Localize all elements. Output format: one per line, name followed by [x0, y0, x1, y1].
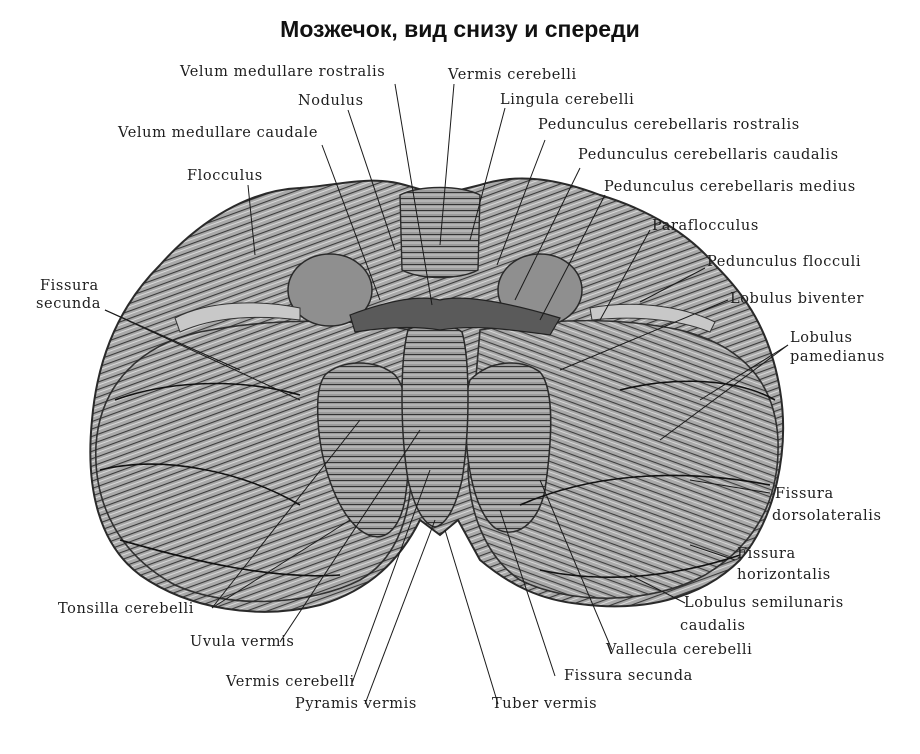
- figure-title: Мозжечок, вид снизу и спереди: [280, 16, 640, 42]
- label-vallecula-cerebelli: Vallecula cerebelli: [606, 642, 753, 658]
- label-tuber-vermis: Tuber vermis: [492, 696, 598, 712]
- fissures: [99, 380, 776, 579]
- label-fissura-secunda-2: secunda: [36, 296, 101, 312]
- peduncle-cut-left: [287, 253, 373, 327]
- leader-lines: [104, 83, 789, 705]
- label-pedunculus-caudalis: Pedunculus cerebellaris caudalis: [578, 147, 839, 163]
- label-pedunculus-flocculi: Pedunculus flocculi: [707, 254, 862, 270]
- label-lobulus-semilunaris-1: Lobulus semilunaris: [684, 595, 844, 611]
- label-lobulus-biventer: Lobulus biventer: [730, 291, 864, 307]
- label-fissura-dorsolateralis-2: dorsolateralis: [772, 508, 882, 524]
- label-lobulus-semilunaris-2: caudalis: [680, 618, 746, 634]
- label-flocculus: Flocculus: [187, 168, 263, 184]
- label-fissura-horizontalis-1: Fissura: [737, 546, 796, 562]
- label-vermis-cerebelli-bottom: Vermis cerebelli: [226, 674, 355, 690]
- paraflocculus-strip: [589, 303, 716, 333]
- tonsilla-left: [316, 362, 411, 538]
- vermis-top: [399, 186, 481, 279]
- velum-band: [349, 297, 561, 336]
- label-lobulus-paramedianus-1: Lobulus: [790, 330, 853, 346]
- label-fissura-secunda-bottom: Fissura secunda: [564, 668, 693, 684]
- label-pyramis-vermis: Pyramis vermis: [295, 696, 417, 712]
- label-uvula-vermis: Uvula vermis: [190, 634, 295, 650]
- label-paraflocculus: Paraflocculus: [652, 218, 759, 234]
- label-fissura-horizontalis-2: horizontalis: [737, 567, 831, 583]
- label-velum-medullare-caudale: Velum medullare caudale: [118, 125, 319, 141]
- label-pedunculus-medius: Pedunculus cerebellaris medius: [604, 179, 856, 195]
- label-lingula-cerebelli: Lingula cerebelli: [500, 92, 635, 108]
- flocculus-strip: [174, 302, 301, 333]
- vermis: [401, 323, 469, 528]
- label-tonsilla-cerebelli: Tonsilla cerebelli: [58, 601, 195, 617]
- label-lobulus-paramedianus-2: pamedianus: [790, 349, 885, 365]
- label-pedunculus-rostralis: Pedunculus cerebellaris rostralis: [538, 117, 800, 133]
- label-fissura-secunda-1: Fissura: [40, 278, 99, 294]
- label-nodulus: Nodulus: [298, 93, 364, 109]
- label-velum-medullare-rostralis: Velum medullare rostralis: [180, 64, 386, 80]
- label-fissura-dorsolateralis-1: Fissura: [775, 486, 834, 502]
- label-vermis-cerebelli-top: Vermis cerebelli: [448, 67, 577, 83]
